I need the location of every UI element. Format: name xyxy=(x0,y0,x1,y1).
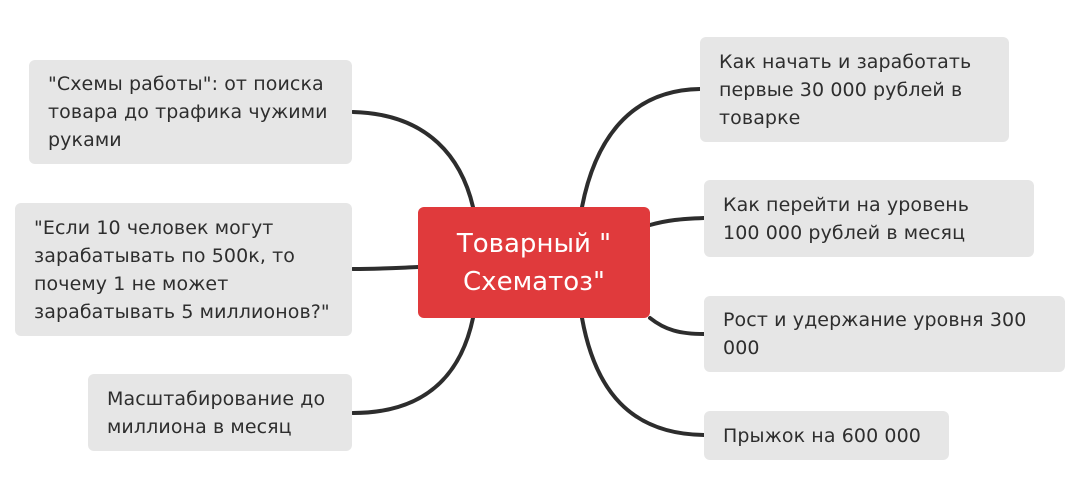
branch-label: Как перейти на уровень 100 000 рублей в … xyxy=(723,193,970,244)
branch-node-left-1[interactable]: "Схемы работы": от поиска товара до траф… xyxy=(29,60,352,164)
branch-label: Как начать и заработать первые 30 000 ру… xyxy=(719,50,972,129)
connector-left-3 xyxy=(351,316,475,415)
branch-label: Масштабирование до миллиона в месяц xyxy=(107,387,326,438)
root-node[interactable]: Товарный " Схематоз" xyxy=(418,207,650,318)
branch-node-left-3[interactable]: Масштабирование до миллиона в месяц xyxy=(88,374,352,451)
connector-right-4 xyxy=(580,316,706,437)
branch-node-right-4[interactable]: Прыжок на 600 000 xyxy=(704,411,949,460)
connector-left-1 xyxy=(351,110,475,209)
branch-label: Рост и удержание уровня 300 000 xyxy=(723,309,1027,359)
branch-label: Прыжок на 600 000 xyxy=(723,424,921,447)
root-node-label: Товарный " Схематоз" xyxy=(456,228,612,297)
branch-label: "Если 10 человек могут зарабатывать по 5… xyxy=(34,216,330,323)
branch-node-left-2[interactable]: "Если 10 человек могут зарабатывать по 5… xyxy=(15,203,352,336)
connector-right-3 xyxy=(648,316,706,336)
connector-right-2 xyxy=(648,216,706,227)
branch-node-right-3[interactable]: Рост и удержание уровня 300 000 xyxy=(704,296,1065,372)
branch-node-right-1[interactable]: Как начать и заработать первые 30 000 ру… xyxy=(700,37,1009,142)
branch-label: "Схемы работы": от поиска товара до траф… xyxy=(48,73,328,151)
connector-right-1 xyxy=(580,87,702,209)
connector-left-2 xyxy=(351,265,420,271)
branch-node-right-2[interactable]: Как перейти на уровень 100 000 рублей в … xyxy=(704,180,1034,257)
